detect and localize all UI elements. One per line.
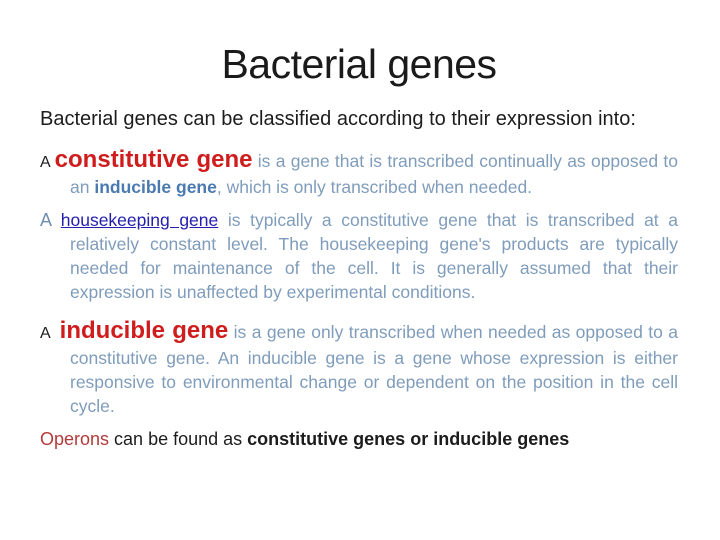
paragraph-constitutive: A constitutive gene is a gene that is tr…: [40, 148, 678, 199]
paragraph-operons: Operons can be found as constitutive gen…: [40, 427, 678, 451]
term-inducible-gene: inducible gene: [59, 317, 229, 345]
operons-term: Operons: [40, 429, 110, 450]
housekeeping-body-text: is typically a constitutive gene that is…: [70, 210, 678, 303]
intro-text: Bacterial genes can be classified accord…: [40, 108, 636, 131]
housekeeping-prefix-a: A: [40, 210, 61, 231]
operons-bold-text: constitutive genes or inducible genes: [247, 429, 570, 450]
constitutive-body-text-1: is a gene that is transcribed continuall…: [70, 151, 678, 198]
operons-text: can be found as: [109, 429, 248, 450]
inducible-body-text: is a gene only transcribed when needed a…: [70, 322, 678, 417]
constitutive-body-text-2: , which is only transcribed when needed.: [216, 177, 533, 198]
slide-title: Bacterial genes: [221, 41, 497, 87]
housekeeping-gene-link[interactable]: housekeeping gene: [60, 210, 219, 231]
term-constitutive-gene: constitutive gene: [54, 146, 253, 174]
paragraph-housekeeping: A housekeeping gene is typically a const…: [40, 208, 678, 304]
intro-paragraph: Bacterial genes can be classified accord…: [40, 105, 678, 134]
constitutive-prefix-a: A: [40, 154, 55, 172]
inducible-prefix-a: A: [40, 325, 51, 343]
inducible-gene-bold-mention: inducible gene: [94, 177, 217, 198]
